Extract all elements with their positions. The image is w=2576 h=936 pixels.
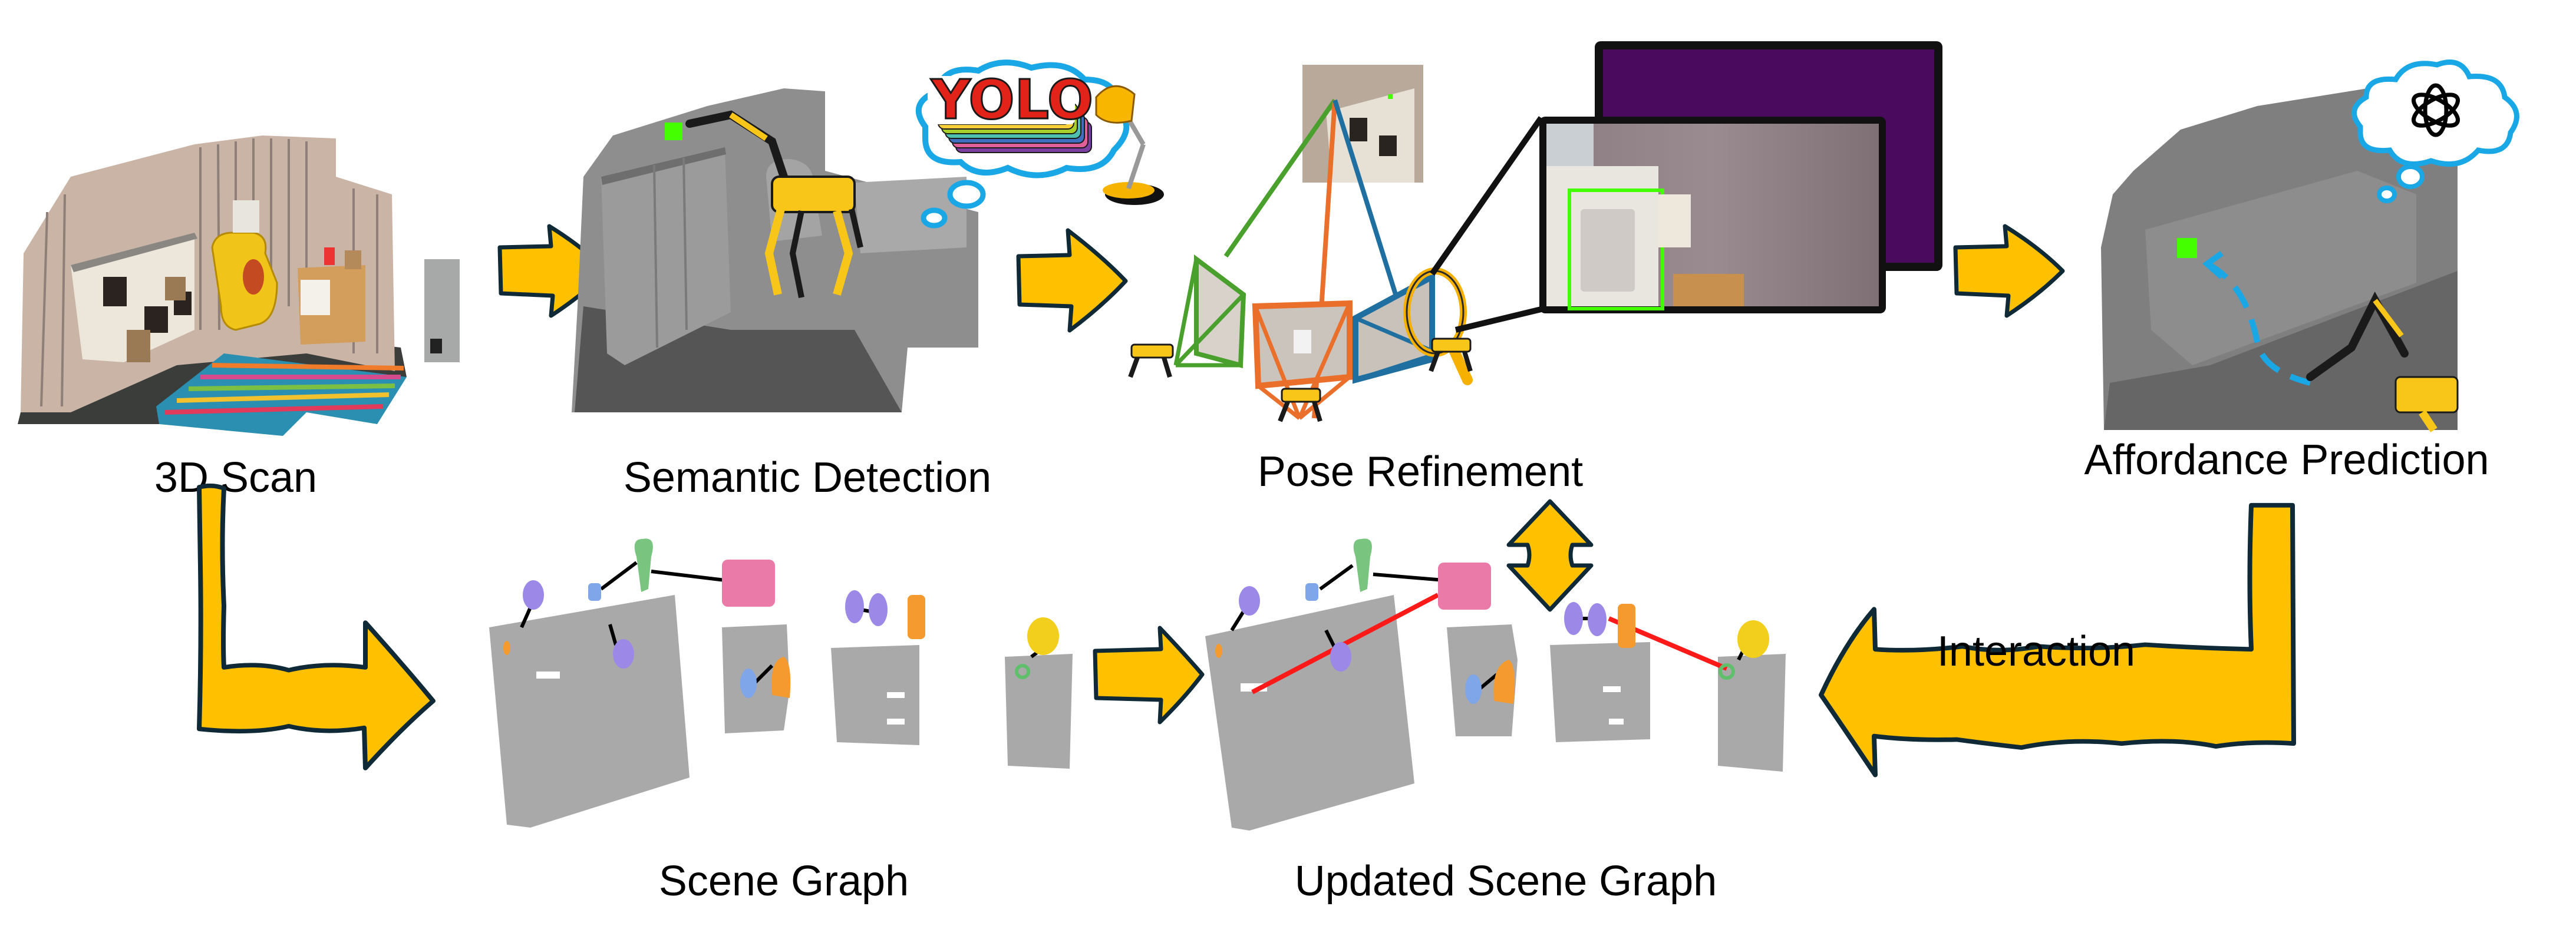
stage-label-semantic-detection: Semantic Detection: [623, 454, 992, 501]
arrow-interaction: [1819, 502, 2296, 778]
mesh-cabinet: [855, 177, 967, 253]
camera-frustum-blue: [1353, 272, 1439, 384]
rgb-image: [1546, 124, 1879, 310]
mesh-affordance-shelf: [2145, 171, 2416, 365]
lamp-shade: [1658, 194, 1691, 247]
graph-nodes: [1215, 538, 1769, 704]
camera-frustum-green: [1173, 254, 1246, 369]
llm-thought-cloud: [2351, 59, 2519, 203]
arrow-pose-to-affordance: [1953, 224, 2065, 318]
affordance-target-marker: [2177, 238, 2197, 258]
mesh-hole: [536, 672, 560, 679]
arrow-pose-updated-bidirectional: [1506, 499, 1594, 612]
thought-bubble-large: [947, 180, 986, 209]
arrow-semantic-to-pose: [1016, 228, 1128, 333]
desk-lamp-icon: [1095, 85, 1164, 205]
scan-picture-frame: [345, 250, 361, 269]
thought-bubble-small: [921, 207, 948, 229]
scan-shelf-baskets: [127, 277, 186, 362]
mesh-shelf: [601, 147, 731, 365]
stage-label-pose-refinement: Pose Refinement: [1257, 448, 1584, 495]
thought-bubble-large: [2396, 164, 2425, 189]
mesh-shelf: [489, 595, 690, 828]
scan-lamp-shade: [233, 200, 259, 233]
mesh-hole: [1603, 686, 1621, 692]
edge-label-interaction: Interaction: [1937, 628, 2136, 675]
spot-robot-small: [1128, 338, 1473, 422]
arrow-scan-to-scene-graph: [197, 483, 436, 770]
light-switch: [1581, 209, 1635, 292]
graph-nodes: [503, 538, 1059, 698]
mesh-hole: [887, 719, 905, 725]
mesh-pedestal: [1005, 654, 1073, 769]
mesh-cabinet: [1550, 642, 1650, 742]
mesh-armchair: [1447, 624, 1518, 736]
yolo-logo-backing: [928, 76, 1075, 124]
yolo-logo-text: YOLO: [931, 68, 1093, 131]
spot-robot-arm: [2306, 291, 2459, 432]
scan-shelf-top: [71, 233, 197, 272]
affordance-trajectory: [2205, 261, 2311, 386]
stage-label-scene-graph: Scene Graph: [658, 858, 909, 905]
mesh-shelf-top: [601, 147, 726, 185]
arrow-scene-graph-to-updated: [1093, 626, 1205, 725]
yolo-thought-cloud: YOLO: [915, 59, 1164, 229]
mesh-hole: [887, 692, 905, 698]
thumbnail-target-marker: [1388, 94, 1393, 99]
thought-bubble-small: [2377, 186, 2397, 203]
rgb-image-panel: [1539, 117, 1886, 313]
trajectory-arrowhead: [2202, 250, 2224, 279]
thumbnail-shelf: [1326, 88, 1414, 183]
thumbnail-cubby: [1379, 135, 1397, 156]
mesh-shelf: [1205, 595, 1414, 831]
scan-table-lamp: [324, 247, 335, 265]
thumbnail-cubby: [1350, 118, 1367, 141]
stage-label-updated-scene-graph: Updated Scene Graph: [1294, 858, 1717, 905]
plant-pot: [1546, 124, 1594, 166]
switch-detection-box: [1568, 188, 1664, 310]
stage-label-3d-scan: 3D Scan: [154, 454, 318, 501]
mesh-hole: [1609, 719, 1624, 725]
mesh-shelf-dividers: [653, 157, 688, 348]
zoom-callout-line: [1454, 306, 1542, 333]
zoom-callout-line: [1429, 116, 1544, 276]
scan-rug: [156, 353, 407, 436]
openai-logo-icon: [2412, 83, 2460, 137]
mesh-pedestal: [1718, 654, 1786, 772]
scan-marker-tag: [430, 339, 442, 353]
stage-label-affordance-prediction: Affordance Prediction: [2084, 436, 2489, 484]
spot-robot: [685, 110, 863, 298]
detection-marker: [665, 123, 682, 140]
scan-cabinet-door: [301, 280, 330, 315]
camera-frustum-orange: [1252, 300, 1353, 420]
scan-pillow: [243, 259, 264, 295]
side-cabinet: [1673, 274, 1744, 306]
